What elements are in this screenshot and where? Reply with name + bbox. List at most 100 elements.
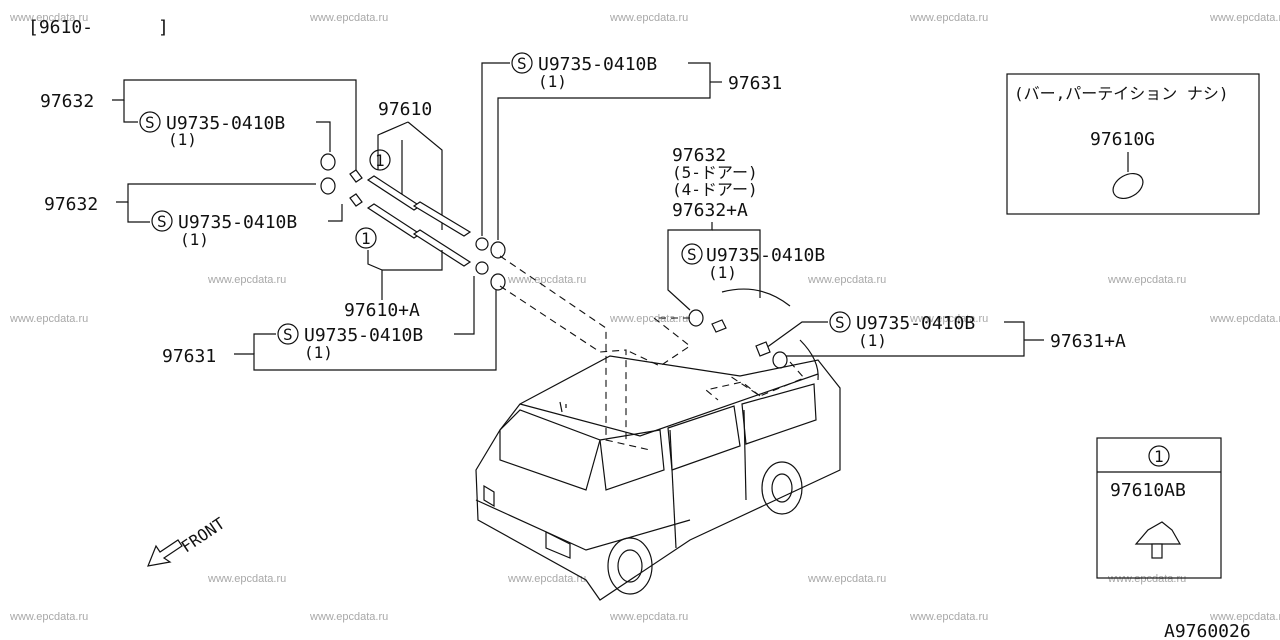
- part-label-97610[interactable]: 97610: [378, 99, 432, 120]
- rail-cap: [349, 169, 363, 183]
- screw: [755, 341, 771, 357]
- screw-callout[interactable]: S U9735-0410B (1): [139, 111, 285, 149]
- leader-line: [712, 229, 761, 298]
- screw-mark: S: [145, 113, 155, 132]
- guide-line: [499, 255, 651, 451]
- end-clip[interactable]: [755, 341, 788, 369]
- part-label-97631-top[interactable]: 97631: [728, 73, 782, 94]
- cap-plug: [1112, 172, 1144, 200]
- reference-circle-icon: [355, 227, 377, 249]
- screw-mark: S: [517, 54, 527, 73]
- screw-callout[interactable]: S U9735-0410B (1): [829, 311, 975, 350]
- screw-callout[interactable]: S U9735-0410B (1): [151, 210, 297, 249]
- reference-circle-icon: [369, 149, 391, 171]
- screw-part-code: U9735-0410B: [856, 313, 975, 334]
- door-variant-5: (5-ドアー): [672, 163, 758, 182]
- clip: [490, 241, 506, 259]
- inset-reference-part[interactable]: 1 97610AB: [1096, 437, 1222, 579]
- roof-mark: [559, 401, 567, 413]
- clip: [772, 351, 788, 369]
- reference-circle-icon: [1148, 445, 1170, 467]
- part-label-97632-top[interactable]: 97632: [40, 91, 94, 112]
- watermark: www.epcdata.ru: [807, 274, 886, 286]
- leader-line: [377, 121, 409, 170]
- leader-line: [234, 290, 497, 371]
- leader-line: [253, 333, 276, 354]
- drawing-id: A9760026: [1164, 621, 1251, 640]
- screw-part-code: U9735-0410B: [706, 245, 825, 266]
- screw-mark: S: [835, 313, 845, 332]
- screw-callout[interactable]: S U9735-0410B (1): [511, 52, 657, 91]
- clip: [320, 177, 336, 195]
- leader-line: [407, 121, 443, 230]
- rod-holder-97610[interactable]: [349, 169, 472, 237]
- headlight: [483, 484, 495, 508]
- part-label-97610g: 97610G: [1090, 129, 1155, 150]
- front-side-window: [599, 429, 665, 491]
- watermark: www.epcdata.ru: [207, 274, 286, 286]
- watermark: www.epcdata.ru: [207, 573, 286, 585]
- leader-line: [786, 321, 1025, 357]
- screw-mark: S: [687, 245, 697, 264]
- part-label-97610a[interactable]: 97610+A: [344, 300, 420, 321]
- leader-line: [382, 250, 443, 271]
- inset-frame: [1006, 73, 1260, 215]
- rear-wheel: [761, 461, 803, 515]
- door-line: [669, 429, 677, 549]
- watermark: www.epcdata.ru: [609, 611, 688, 623]
- roof-edge: [519, 373, 819, 437]
- screw-mark-icon: [511, 52, 533, 74]
- leader-line: [127, 202, 150, 223]
- guide-line: [799, 339, 819, 381]
- leader-line: [112, 79, 357, 172]
- screw-qty: (1): [168, 130, 197, 149]
- reference-mark: 1: [375, 151, 385, 170]
- screw-mark: S: [157, 212, 167, 231]
- leader-line: [667, 222, 713, 311]
- watermark: www.epcdata.ru: [9, 313, 88, 325]
- watermarks: www.epcdata.ru www.epcdata.ru www.epcdat…: [9, 12, 1280, 623]
- leader-line: [316, 121, 331, 152]
- inset-frame: [1096, 437, 1222, 579]
- front-arrow-icon: [147, 539, 183, 567]
- watermark: www.epcdata.ru: [609, 12, 688, 24]
- screw-mark-icon: [151, 210, 173, 232]
- screw-mark-icon: [139, 111, 161, 133]
- screw-mark-icon: [681, 243, 703, 265]
- watermark: www.epcdata.ru: [1107, 573, 1186, 585]
- guide-line: [729, 361, 805, 397]
- part-label-97632-mid[interactable]: 97632: [44, 194, 98, 215]
- bumper-line: [475, 499, 691, 551]
- watermark: www.epcdata.ru: [9, 12, 88, 24]
- front-direction: FRONT: [147, 513, 228, 567]
- rod-holder-97610a[interactable]: [349, 193, 472, 267]
- screw-part-code: U9735-0410B: [304, 325, 423, 346]
- screw-qty: (1): [858, 331, 887, 350]
- guide-line: [625, 317, 691, 367]
- watermark: www.epcdata.ru: [309, 12, 388, 24]
- part-label-97631-bottom[interactable]: 97631: [162, 346, 216, 367]
- guide-line: [499, 285, 627, 440]
- screw-mark-icon: [829, 311, 851, 333]
- screw-callout[interactable]: S U9735-0410B (1): [277, 323, 423, 362]
- reference-callout[interactable]: 1: [355, 227, 377, 249]
- watermark: www.epcdata.ru: [1107, 274, 1186, 286]
- part-label-97631a[interactable]: 97631+A: [1050, 331, 1126, 352]
- part-label-97632-right[interactable]: 97632: [672, 145, 726, 166]
- rail-rear: [412, 201, 472, 237]
- end-clip[interactable]: [688, 309, 727, 333]
- assembly-guide-lines: [499, 255, 819, 451]
- screw-callout[interactable]: S U9735-0410B (1): [681, 243, 825, 282]
- reference-callout[interactable]: 1: [369, 149, 391, 171]
- rear-window: [741, 383, 817, 445]
- part-label-97632a[interactable]: 97632+A: [672, 200, 748, 221]
- end-clip[interactable]: [475, 237, 506, 291]
- clip: [320, 153, 336, 171]
- rail-rear: [412, 229, 472, 267]
- inset-no-bar-partition[interactable]: (バー,パーテイション ナシ) 97610G: [1006, 73, 1260, 215]
- wheel-hub: [617, 549, 643, 583]
- watermark: www.epcdata.ru: [609, 313, 688, 325]
- screw-qty: (1): [304, 343, 333, 362]
- end-clip[interactable]: [320, 153, 336, 195]
